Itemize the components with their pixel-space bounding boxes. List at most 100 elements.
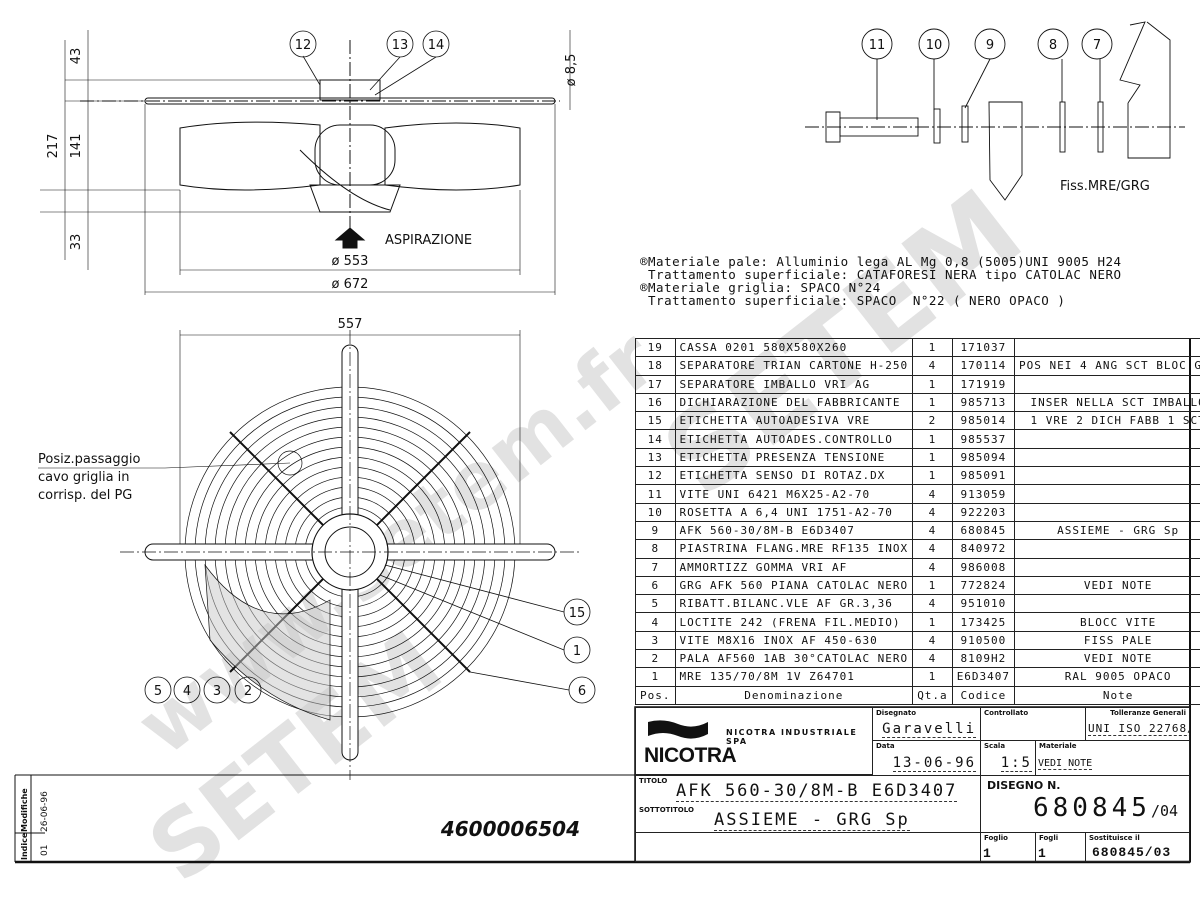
fogli-cell: Fogli 1 <box>1035 832 1086 862</box>
materiale-label: Materiale <box>1039 742 1077 750</box>
dim-43: 43 <box>69 48 84 65</box>
dim-hole: ø 8,5 <box>564 54 579 87</box>
cell-denominazione: PALA AF560 1AB 30°CATOLAC NERO <box>675 650 913 668</box>
cell-pos: 14 <box>636 430 676 448</box>
cell-codice: 8109H2 <box>952 650 1014 668</box>
cell-pos: 8 <box>636 540 676 558</box>
indice-value: 01 <box>40 845 50 856</box>
cell-note <box>1015 558 1200 576</box>
cell-note <box>1015 375 1200 393</box>
cell-pos: 9 <box>636 521 676 539</box>
cell-codice: 922203 <box>952 503 1014 521</box>
cell-denominazione: AMMORTIZZ GOMMA VRI AF <box>675 558 913 576</box>
dim-553: ø 553 <box>332 254 369 269</box>
callout-8: 8 <box>1049 38 1057 53</box>
cell-note: 1 VRE 2 DICH FABB 1 SCT <box>1015 412 1200 430</box>
cell-codice: 840972 <box>952 540 1014 558</box>
cell-denominazione: RIBATT.BILANC.VLE AF GR.3,36 <box>675 595 913 613</box>
fogli-value: 1 <box>1038 846 1046 861</box>
cell-qta: 2 <box>913 412 953 430</box>
cell-qta: 1 <box>913 668 953 686</box>
scala-label: Scala <box>984 742 1005 750</box>
cell-note <box>1015 540 1200 558</box>
dim-557: 557 <box>338 317 363 332</box>
tolleranze-value: UNI ISO 22768/v <box>1088 722 1190 736</box>
cell-pos: 4 <box>636 613 676 631</box>
cell-pos: 17 <box>636 375 676 393</box>
fogli-label: Fogli <box>1039 834 1058 842</box>
front-view <box>38 330 595 780</box>
material-notes: ®Materiale pale: Alluminio lega AL Mg 0,… <box>640 255 1122 307</box>
callout-13: 13 <box>392 38 409 53</box>
foglio-value: 1 <box>983 846 991 861</box>
cell-note <box>1015 448 1200 466</box>
cell-note: INSER NELLA SCT IMBALLO <box>1015 393 1200 411</box>
dim-33: 33 <box>69 234 84 251</box>
cell-note <box>1015 503 1200 521</box>
cell-codice: 171919 <box>952 375 1014 393</box>
dim-672: ø 672 <box>332 277 369 292</box>
cell-denominazione: ROSETTA A 6,4 UNI 1751-A2-70 <box>675 503 913 521</box>
cell-qta: 4 <box>913 485 953 503</box>
scala-value: 1:5 <box>1001 755 1032 772</box>
cell-codice: 910500 <box>952 631 1014 649</box>
header-qta: Qt.a <box>913 686 953 704</box>
nicotra-logo-icon <box>648 718 708 740</box>
cell-note: POS NEI 4 ANG SCT BLOC GRG <box>1015 357 1200 375</box>
titolo-label: TITOLO <box>639 777 667 785</box>
cell-note: BLOCC VITE <box>1015 613 1200 631</box>
scala-cell: Scala 1:5 <box>980 740 1036 776</box>
materiale-value: VEDI NOTE <box>1038 758 1092 770</box>
cell-qta: 4 <box>913 357 953 375</box>
cell-qta: 1 <box>913 576 953 594</box>
detail-view <box>805 22 1185 200</box>
cell-codice: 170114 <box>952 357 1014 375</box>
cell-codice: 985091 <box>952 467 1014 485</box>
cell-note: VEDI NOTE <box>1015 576 1200 594</box>
cell-codice: 680845 <box>952 521 1014 539</box>
disegnato-value: Garavelli <box>882 721 976 738</box>
cell-pos: 12 <box>636 467 676 485</box>
cell-denominazione: ETICHETTA AUTOADESIVA VRE <box>675 412 913 430</box>
cell-note <box>1015 430 1200 448</box>
company-name: NICOTRA INDUSTRIALE SPA <box>726 728 872 746</box>
cell-qta: 1 <box>913 448 953 466</box>
airflow-label: ASPIRAZIONE <box>385 233 472 248</box>
callout-9: 9 <box>986 38 994 53</box>
modifiche-date: 26-06-96 <box>40 791 50 832</box>
titolo-value: AFK 560-30/8M-B E6D3407 <box>676 781 957 802</box>
cell-note <box>1015 467 1200 485</box>
note-line: Trattamento superficiale: SPACO N°22 ( N… <box>640 294 1122 307</box>
controllato-label: Controllato <box>984 709 1028 717</box>
cell-pos: 10 <box>636 503 676 521</box>
header-denominazione: Denominazione <box>675 686 913 704</box>
cell-pos: 5 <box>636 595 676 613</box>
dim-217: 217 <box>46 134 61 159</box>
cell-qta: 1 <box>913 339 953 357</box>
cell-pos: 13 <box>636 448 676 466</box>
cell-codice: 171037 <box>952 339 1014 357</box>
cell-pos: 7 <box>636 558 676 576</box>
cell-note: ASSIEME - GRG Sp <box>1015 521 1200 539</box>
callout-4: 4 <box>183 684 191 699</box>
cell-pos: 11 <box>636 485 676 503</box>
callout-1: 1 <box>573 644 581 659</box>
cell-codice: 985537 <box>952 430 1014 448</box>
cell-denominazione: SEPARATORE IMBALLO VRI AG <box>675 375 913 393</box>
cell-pos: 3 <box>636 631 676 649</box>
cell-denominazione: AFK 560-30/8M-B E6D3407 <box>675 521 913 539</box>
cell-denominazione: ETICHETTA PRESENZA TENSIONE <box>675 448 913 466</box>
part-number: 4600006504 <box>440 817 580 841</box>
